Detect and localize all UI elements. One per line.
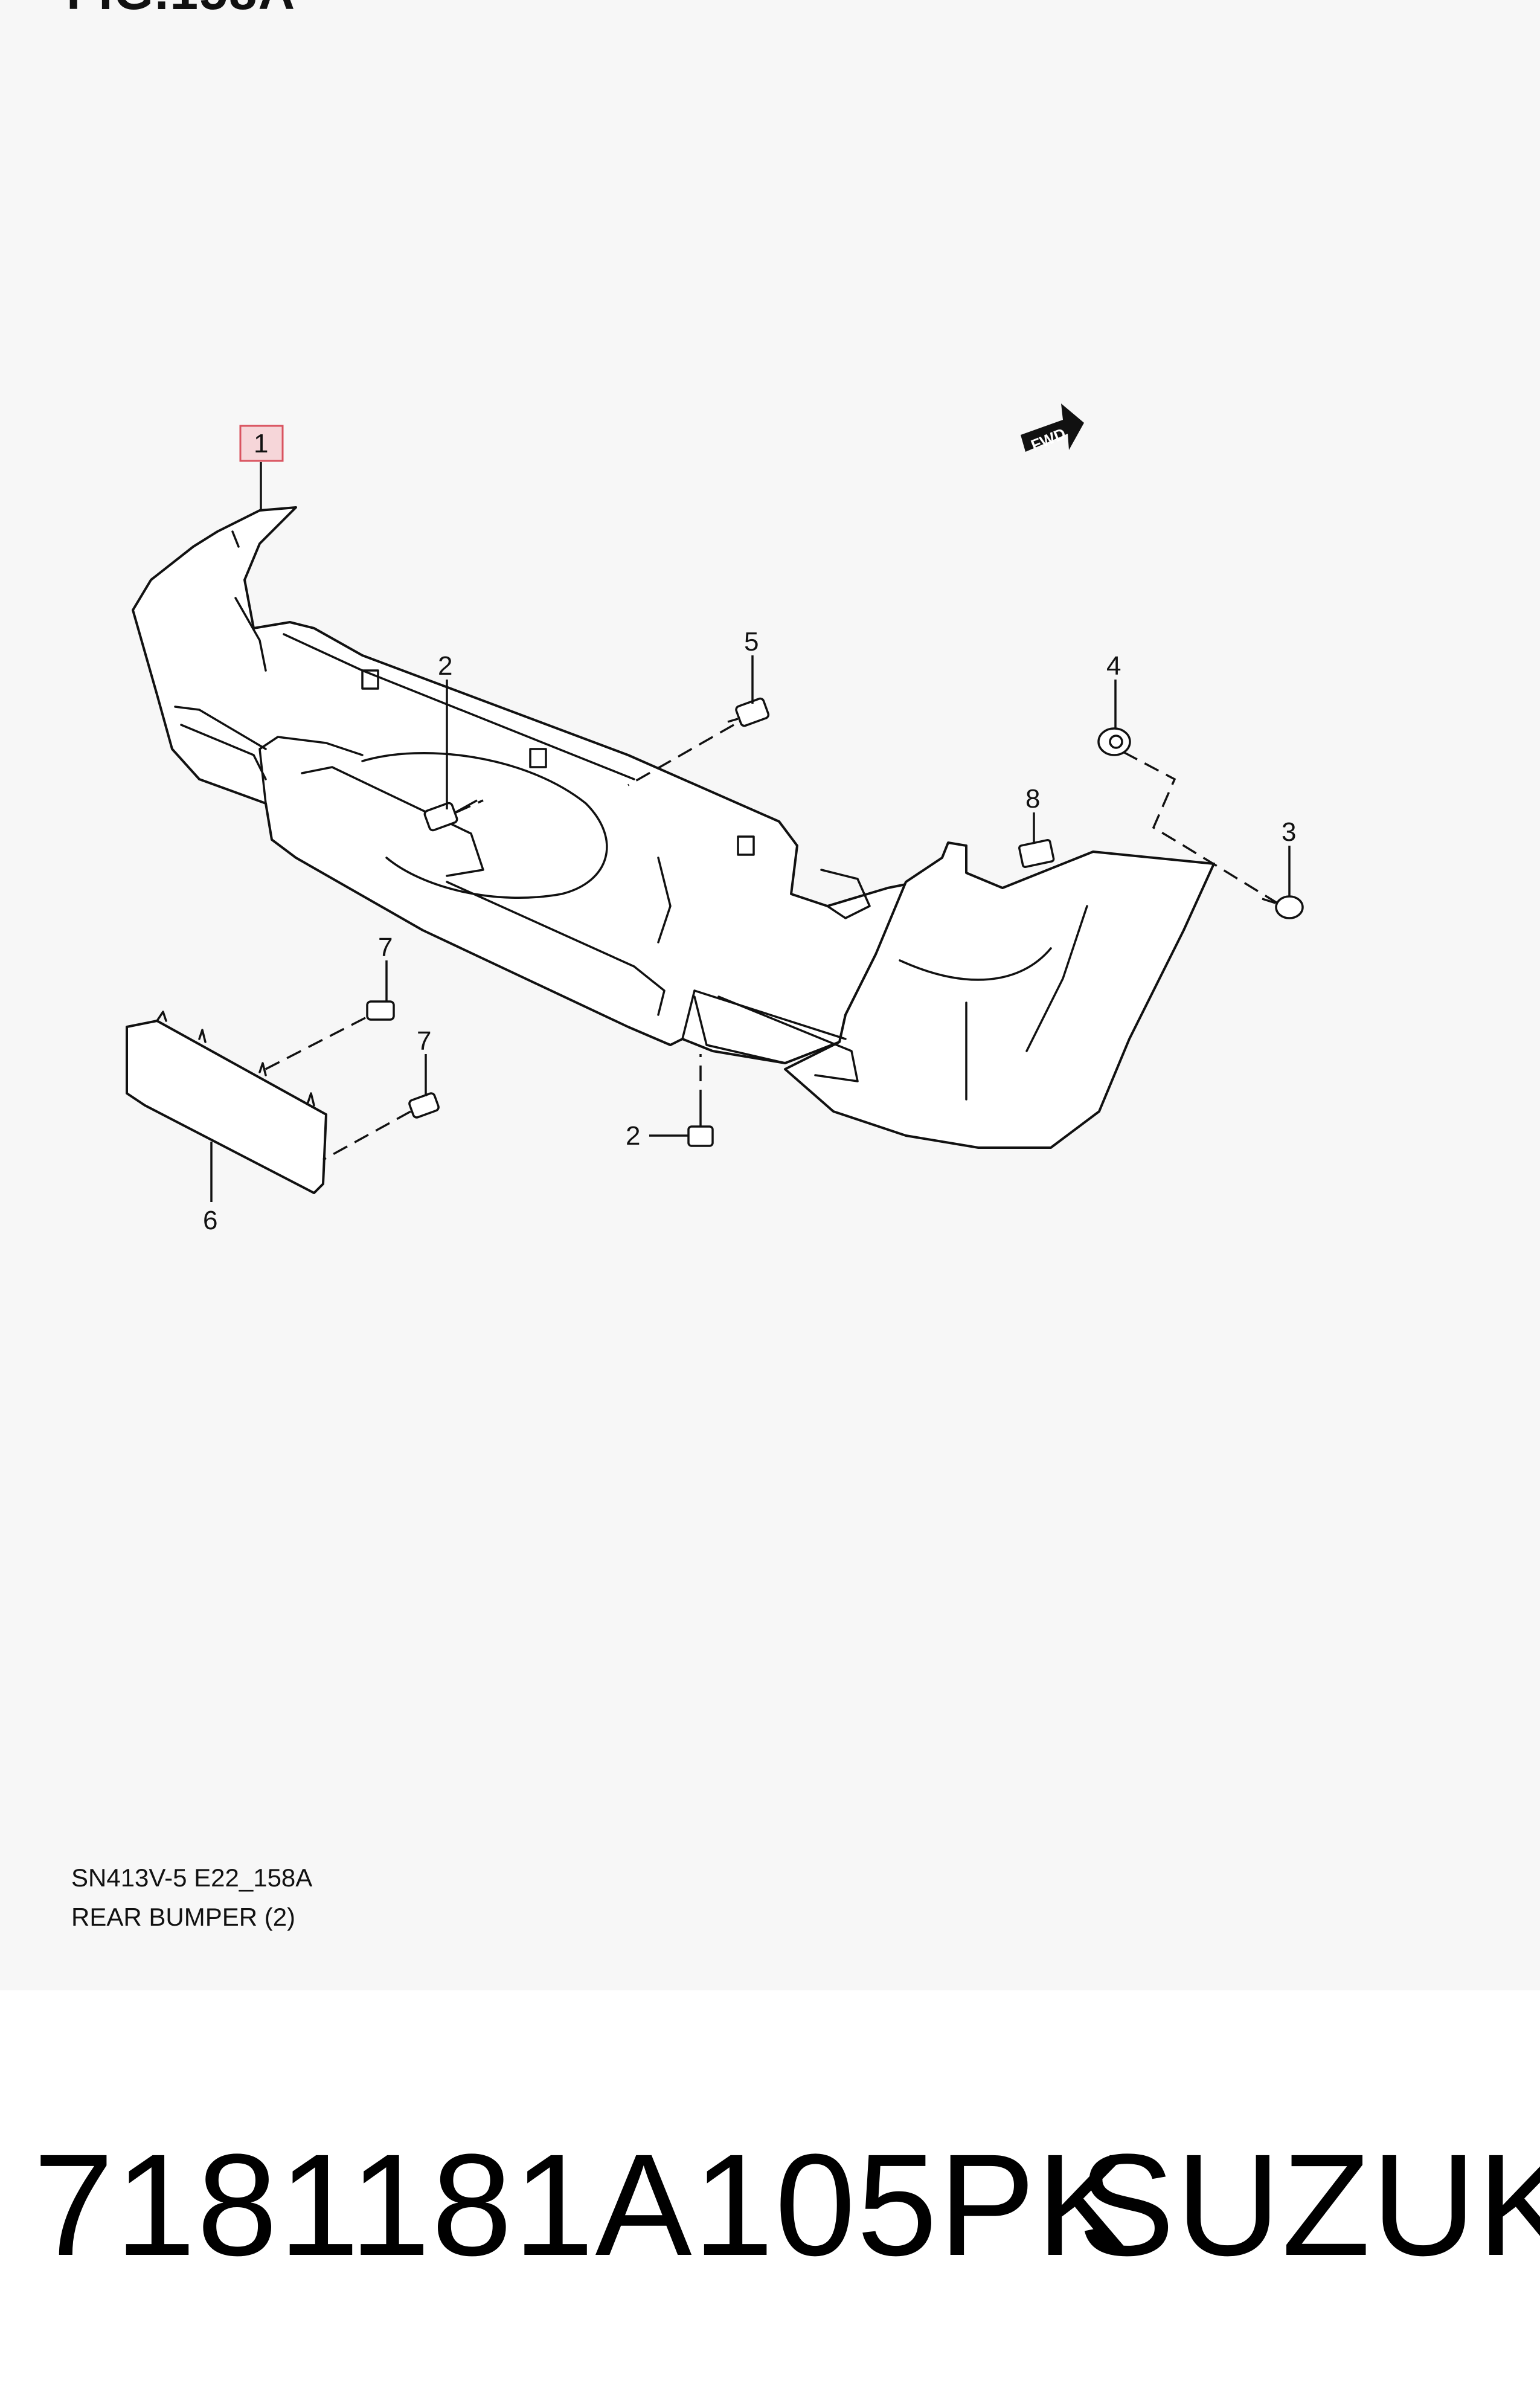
callout-2a[interactable]: 2 (438, 651, 452, 681)
clip-4-icon (1097, 727, 1131, 756)
callout-1[interactable]: 1 (254, 429, 268, 458)
install-line-4-3 (1123, 751, 1278, 904)
bumper-body (132, 506, 1215, 1149)
install-line-7a (259, 1017, 366, 1073)
callout-7b[interactable]: 7 (417, 1026, 431, 1056)
part-number: 7181181A105PK (33, 2124, 1135, 2286)
callout-4[interactable]: 4 (1106, 651, 1121, 681)
callout-6[interactable]: 6 (203, 1206, 217, 1235)
screw-3-icon (1262, 895, 1304, 919)
figure-name: REAR BUMPER (2) (71, 1903, 296, 1931)
bolt-5-icon (727, 697, 770, 727)
callout-3[interactable]: 3 (1282, 817, 1296, 847)
bolt-2b-icon (687, 1105, 714, 1147)
screw-2a-icon (423, 799, 478, 832)
callout-2b[interactable]: 2 (626, 1121, 640, 1151)
fwd-arrow-icon: FWD (1021, 403, 1084, 454)
diagram-sheet: FIG.158A FWD (66, 0, 1304, 1931)
figure-code: SN413V-5 E22_158A (71, 1863, 313, 1892)
brand-name: SUZUKI (1078, 2124, 1540, 2286)
figure-title: FIG.158A (66, 0, 296, 21)
install-line-5 (627, 724, 734, 786)
parts-diagram: FWD (126, 403, 1304, 1235)
nut-8-icon (1018, 838, 1055, 868)
screw-7a-icon (366, 1000, 395, 1021)
callout-1-highlight (239, 425, 284, 462)
screw-7b-icon (408, 1092, 440, 1119)
install-line-7b (322, 1110, 411, 1161)
callout-5[interactable]: 5 (744, 627, 759, 657)
license-garnish (126, 1011, 327, 1194)
callout-8[interactable]: 8 (1025, 784, 1040, 814)
install-line-2a (455, 799, 484, 814)
callout-7a[interactable]: 7 (378, 933, 393, 962)
